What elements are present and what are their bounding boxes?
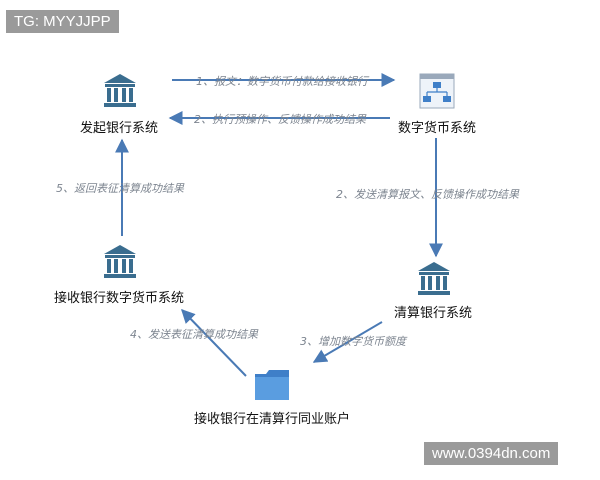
- watermark-top: TG: MYYJJPP: [6, 10, 119, 33]
- receiving-bank-icon: [104, 245, 136, 278]
- org-chart-icon: [419, 73, 455, 109]
- node-clearing-bank: 清算银行系统: [394, 306, 473, 321]
- node-receiving-bank-dc: 接收银行数字货币系统: [54, 291, 185, 306]
- originating-bank-icon: [104, 74, 136, 107]
- edge-label-e2-right: 2、发送清算报文、反馈操作成功结果: [336, 188, 519, 201]
- node-receiving-account: 接收银行在清算行同业账户: [194, 412, 351, 427]
- edge-label-e5: 5、返回表征清算成功结果: [56, 182, 184, 195]
- folder-icon: [255, 370, 289, 400]
- edge-label-e3: 3、增加数字货币额度: [300, 335, 406, 348]
- edge-label-e1: 1、报文：数字货币付款给接收银行: [196, 75, 368, 88]
- arrow-e4: [181, 308, 247, 377]
- watermark-bottom: www.0394dn.com: [424, 442, 559, 465]
- node-digital-currency-system: 数字货币系统: [398, 121, 477, 136]
- node-originating-bank: 发起银行系统: [80, 121, 159, 136]
- arrow-e3: [312, 321, 383, 363]
- edge-label-e2-top: 2、执行预操作、反馈操作成功结果: [194, 113, 366, 126]
- clearing-bank-icon: [418, 262, 450, 295]
- edge-label-e4: 4、发送表征清算成功结果: [130, 328, 258, 341]
